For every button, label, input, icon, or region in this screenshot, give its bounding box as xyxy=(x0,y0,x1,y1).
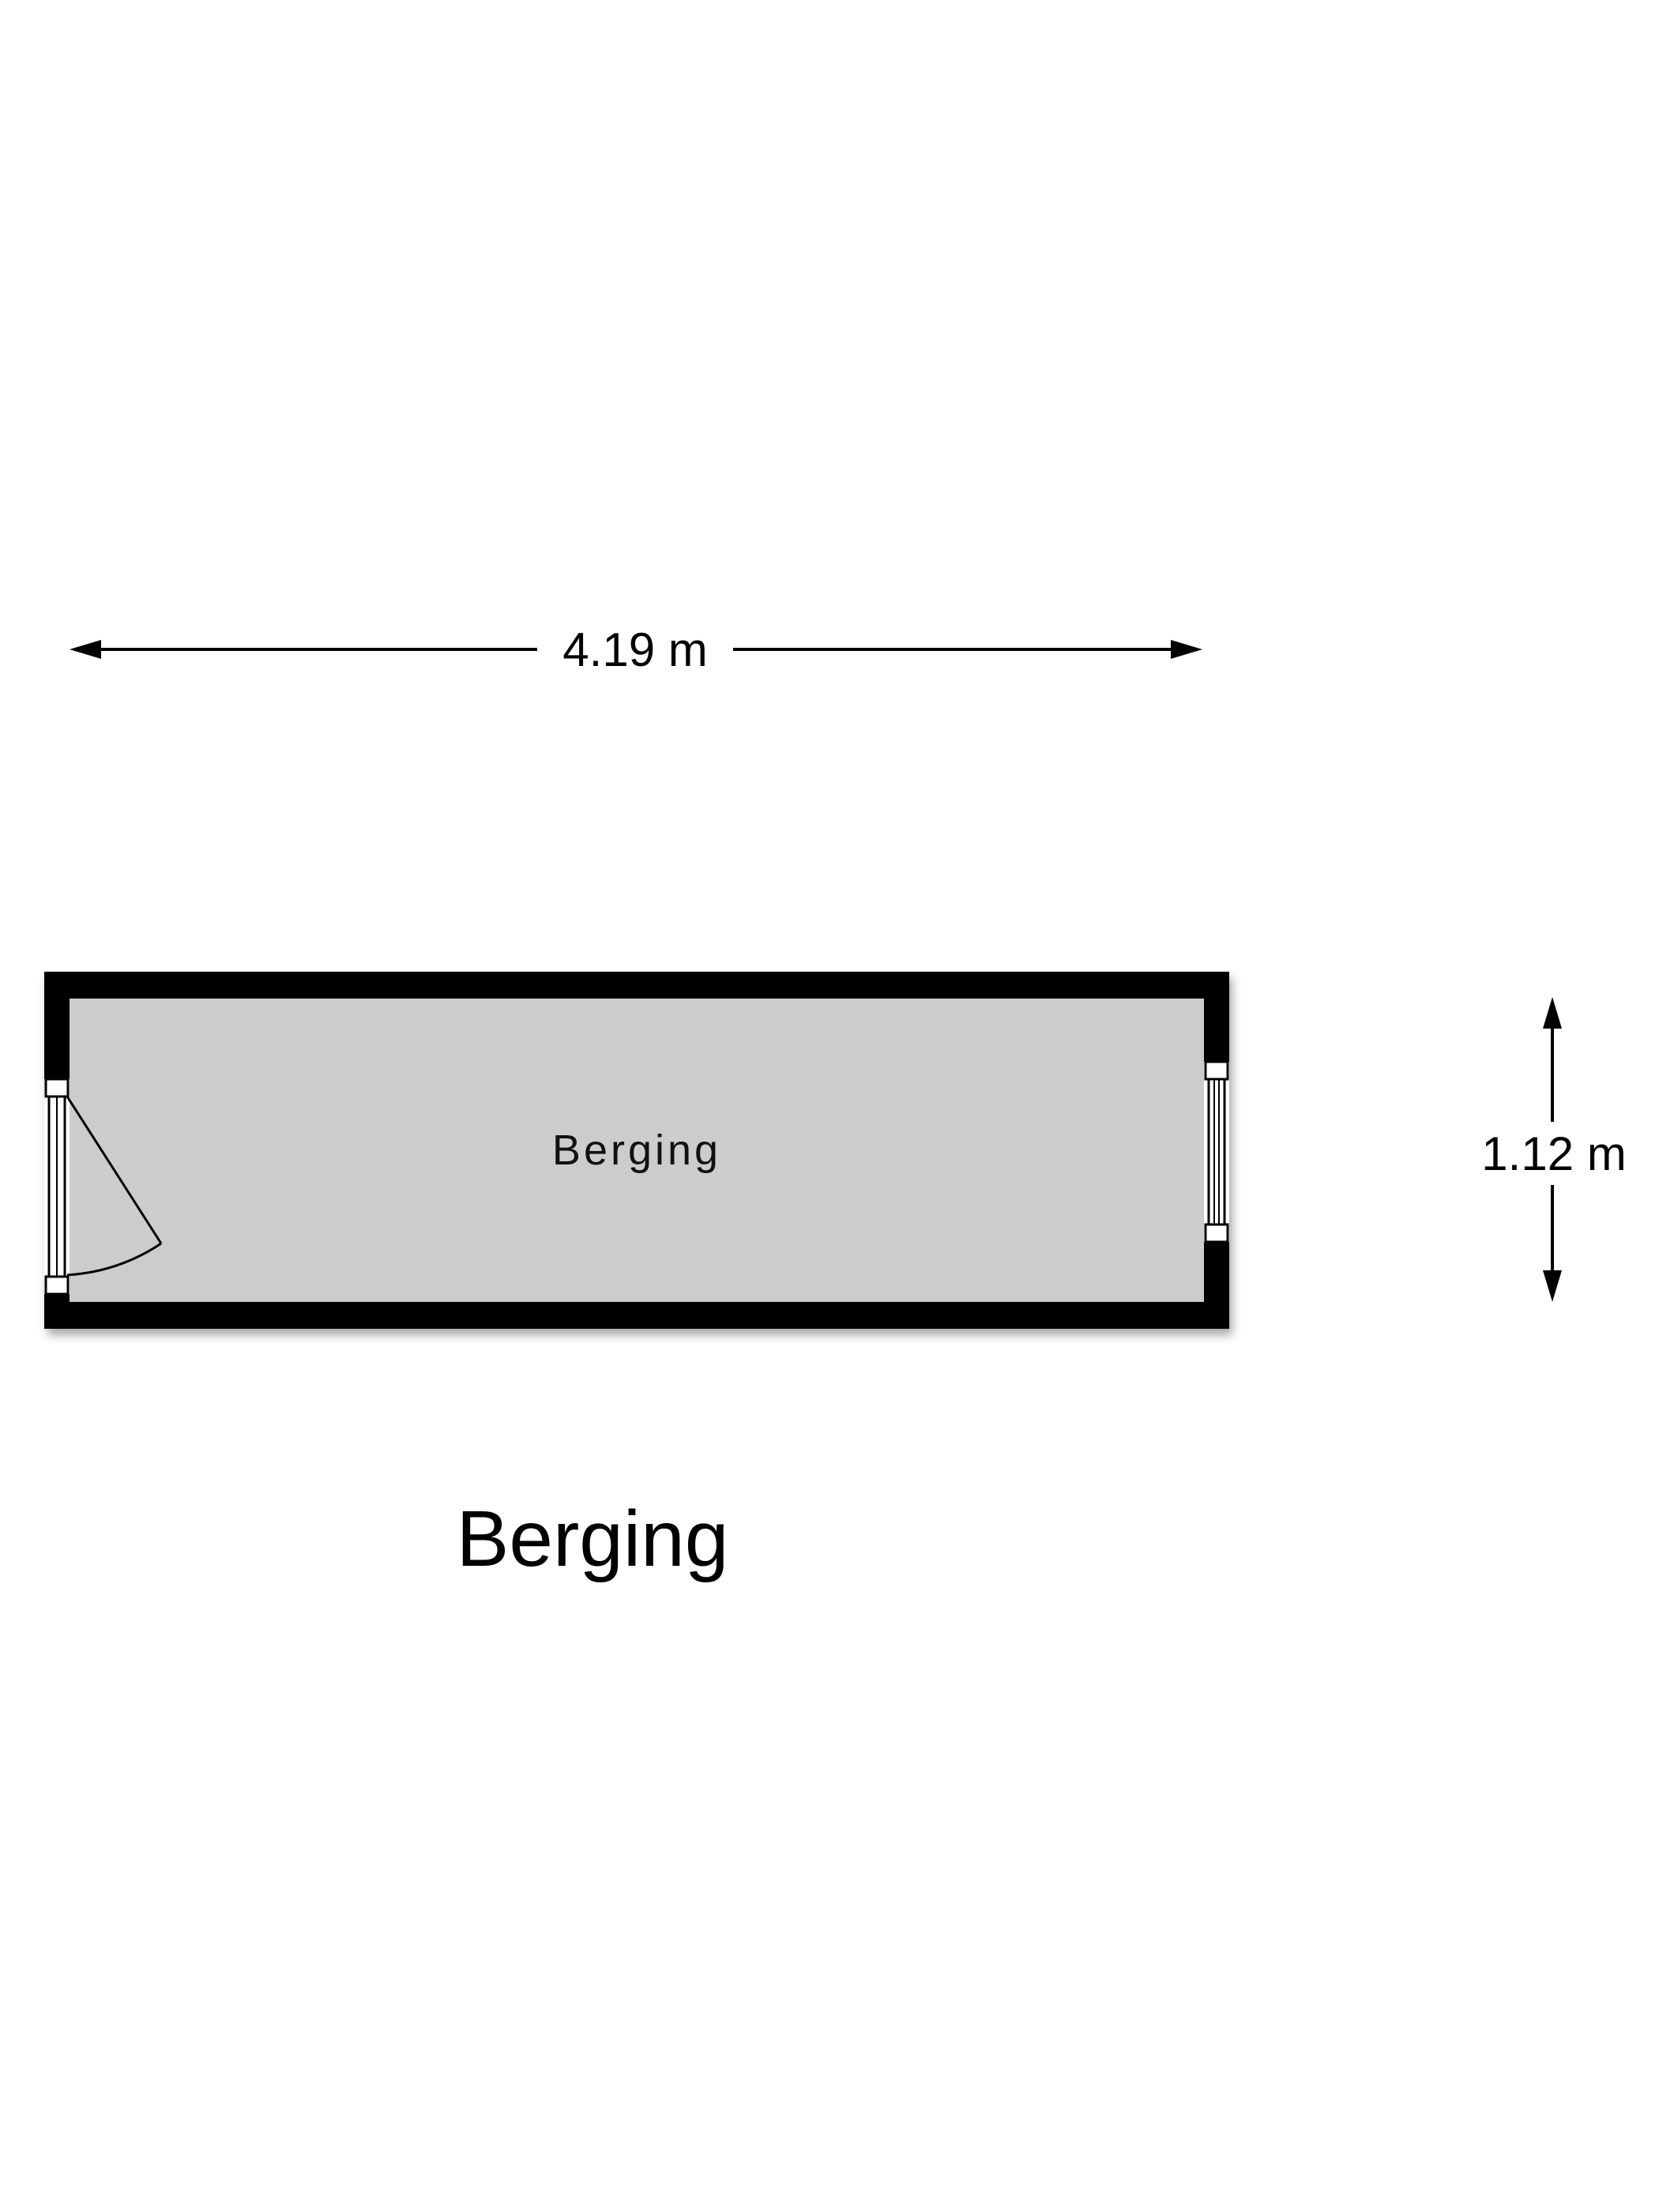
window-frame xyxy=(1207,1078,1226,1226)
window-right xyxy=(1204,1060,1229,1243)
door-left xyxy=(44,1078,163,1296)
room-berging: Berging xyxy=(44,972,1229,1329)
width-dimension-label: 4.19 m xyxy=(562,623,707,676)
door-swing-arc xyxy=(66,1242,162,1277)
arrow-left-icon xyxy=(70,640,101,659)
plan-caption: Berging xyxy=(457,1495,729,1583)
height-dimension: 1.12 m xyxy=(1481,997,1627,1302)
height-dimension-label: 1.12 m xyxy=(1481,1127,1626,1180)
arrow-down-icon xyxy=(1543,1270,1562,1302)
room-floor xyxy=(70,999,1204,1302)
window-jamb-bottom xyxy=(1204,1223,1229,1243)
room-label: Berging xyxy=(552,1127,721,1174)
door-leaf xyxy=(66,1096,163,1244)
door-jamb-top xyxy=(44,1078,70,1098)
window-jamb-top xyxy=(1204,1060,1229,1081)
arrow-right-icon xyxy=(1171,640,1202,659)
arrow-up-icon xyxy=(1543,997,1562,1029)
width-dimension: 4.19 m xyxy=(70,623,1202,676)
door-jamb-bottom xyxy=(44,1275,70,1296)
